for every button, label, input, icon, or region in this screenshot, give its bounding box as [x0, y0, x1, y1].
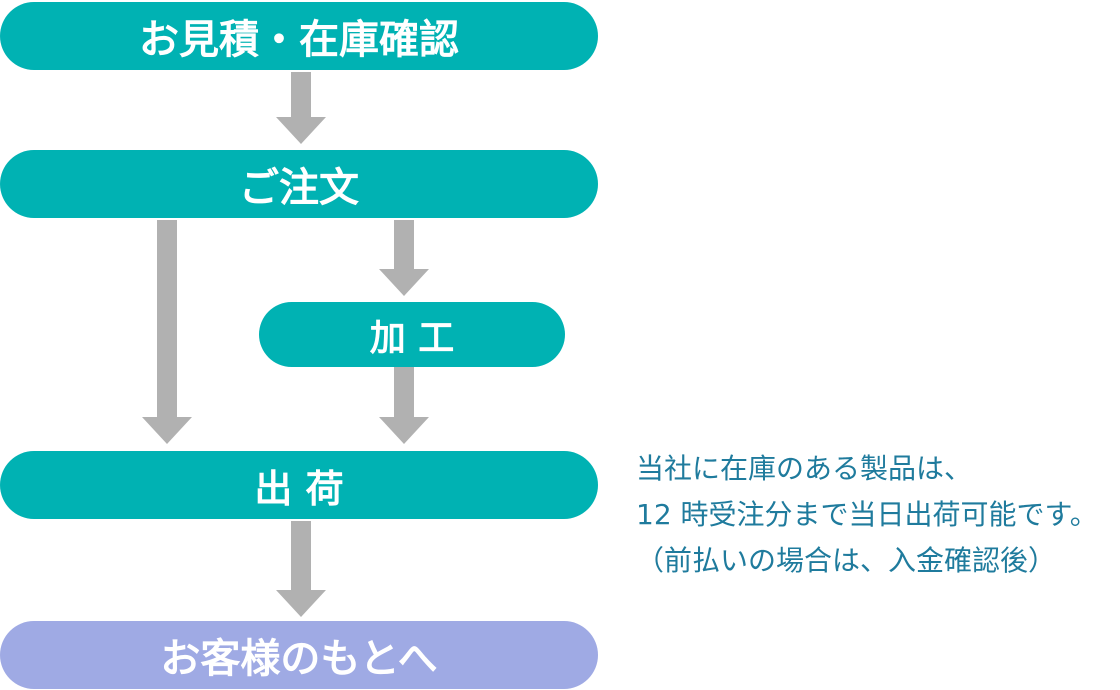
- arrow-shaft: [394, 220, 414, 269]
- arrow-shaft: [291, 521, 311, 590]
- shipping-note-line: 当社に在庫のある製品は、: [636, 452, 973, 485]
- step-shipping-label: 出 荷: [254, 466, 344, 511]
- step-processing-label: 加 工: [369, 317, 455, 359]
- arrow-shaft: [394, 367, 414, 417]
- step-shipping: 出 荷: [0, 451, 598, 519]
- down-arrow-icon: [276, 72, 326, 144]
- step-order-label: ご注文: [239, 165, 359, 211]
- step-order: ご注文: [0, 150, 598, 218]
- arrow-shaft: [291, 72, 311, 117]
- step-quote-label: お見積・在庫確認: [139, 17, 459, 63]
- step-processing: 加 工: [259, 302, 565, 367]
- down-arrow-icon: [379, 367, 429, 444]
- arrow-head: [379, 269, 429, 296]
- arrow-shaft: [157, 220, 177, 417]
- down-arrow-icon: [379, 220, 429, 296]
- step-customer: お客様のもとへ: [0, 621, 598, 689]
- shipping-note-line: 12 時受注分まで当日出荷可能です。: [636, 498, 1098, 531]
- shipping-note-line: （前払いの場合は、入金確認後）: [636, 544, 1057, 577]
- arrow-head: [379, 417, 429, 444]
- step-customer-label: お客様のもとへ: [160, 636, 438, 682]
- arrow-head: [276, 117, 326, 144]
- down-arrow-icon: [276, 521, 326, 617]
- down-arrow-icon: [142, 220, 192, 444]
- arrow-head: [276, 590, 326, 617]
- shipping-note: 当社に在庫のある製品は、 12 時受注分まで当日出荷可能です。 （前払いの場合は…: [636, 446, 1098, 584]
- step-quote: お見積・在庫確認: [0, 2, 598, 70]
- arrow-head: [142, 417, 192, 444]
